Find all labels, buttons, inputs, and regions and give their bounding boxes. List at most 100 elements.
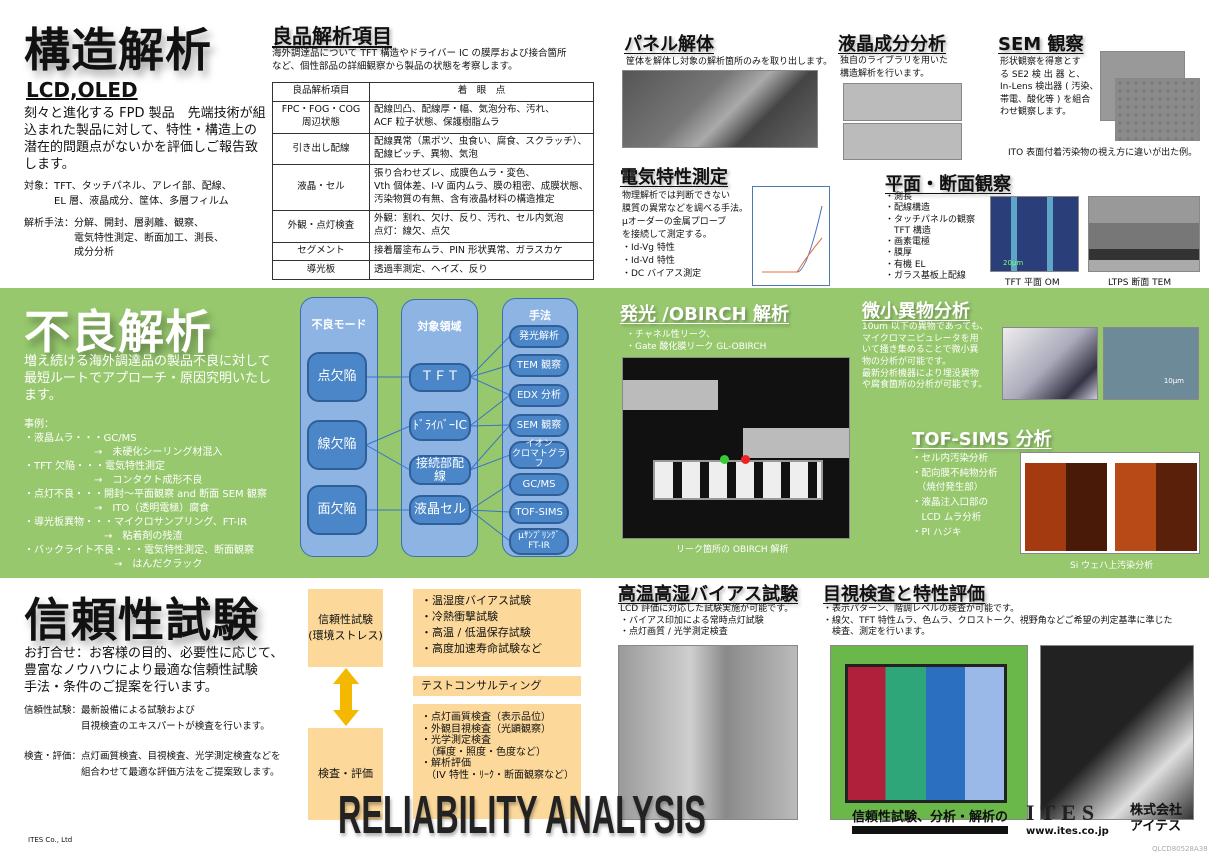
elec-title: 電気特性測定 xyxy=(620,167,728,188)
double-arrow-icon xyxy=(333,668,359,726)
panel-title: パネル解体 xyxy=(624,34,714,55)
mode-area-defect: 面欠陥 xyxy=(307,485,367,535)
structure-intro: 刻々と進化する FPD 製品 先端技術が組 込まれた製品に対して、特性・構造上の… xyxy=(24,106,266,172)
tof-list: ・セル内汚染分析 ・配向膜不純物分析 （焼付発生部） ・液晶注入口部の LCD … xyxy=(912,453,998,538)
footer-tagline: 信頼性試験、分析・解析の xyxy=(852,806,1009,834)
particle-photo: 10μm xyxy=(1103,327,1199,400)
ites-logo: ITES xyxy=(1026,800,1101,825)
scale-label: 20μm xyxy=(1003,259,1024,267)
plane-list: ・測長 ・配線構造 ・タッチパネルの観察 TFT 構造 ・画素電極 ・膜厚 ・有… xyxy=(885,192,976,281)
panel-desc: 筐体を解体し対象の解析箇所のみを取り出します。 xyxy=(626,57,833,67)
reliability-title: 信頼性試験 xyxy=(24,593,259,647)
row-item: 導光板 xyxy=(272,260,370,280)
micro-title: 微小異物分析 xyxy=(862,301,970,322)
tof-caption: Si ウェハ上汚染分析 xyxy=(1070,561,1154,571)
copyright: ITES Co., Ltd xyxy=(28,836,73,844)
hthh-desc: LCD 評価に対応した試験実施が可能です。 ・バイアス印加による常時点灯試験 ・… xyxy=(620,604,794,638)
lc-title: 液晶成分分析 xyxy=(838,34,946,55)
structure-title: 構造解析 xyxy=(24,23,212,77)
structure-subtitle: LCD,OLED xyxy=(26,78,138,102)
structure-methods: 解析手法：分解、開封、層剥離、観察、 電気特性測定、断面加工、測長、 成分分析 xyxy=(24,218,224,258)
method-gcms: GC/MS xyxy=(509,473,569,496)
spectrum-chart-1 xyxy=(843,83,962,121)
row-item: 引き出し配線 xyxy=(272,132,370,166)
iv-curve-graph xyxy=(752,186,830,286)
column-modes-header: 不良モード xyxy=(311,318,367,331)
elec-desc: 物理解析では判断できない 膜質の異常などを調べる手法。 μオーダーの金属プローブ… xyxy=(622,191,749,280)
sem-title: SEM 観察 xyxy=(998,34,1084,55)
spectrum-chart-2 xyxy=(843,123,962,160)
obirch-image xyxy=(622,357,850,539)
failure-cases: 事例： ・液晶ムラ・・・GC/MS → 未硬化シーリング材混入 ・TFT 欠陥・… xyxy=(24,419,267,570)
reliability-analysis-banner: RELIABILITY ANALYSIS xyxy=(338,785,706,845)
plane-caption-2: LTPS 断面 TEM xyxy=(1108,278,1172,288)
method-ion-chromatography: イオン クロマトグラフ xyxy=(509,439,569,469)
reliability-intro: お打合せ：お客様の目的、必要性に応じて、 豊富なノウハウにより最適な信頼性試験 … xyxy=(24,646,284,695)
method-tem: TEM 観察 xyxy=(509,354,569,377)
obirch-title: 発光 /OBIRCH 解析 xyxy=(620,304,789,325)
plane-title: 平面・断面観察 xyxy=(885,174,1011,195)
company-name: 株式会社 アイテス xyxy=(1130,803,1183,835)
reliability-test-list: ・温湿度バイアス試験 ・冷熱衝撃試験 ・高温 / 低温保存試験 ・高度加速寿命試… xyxy=(413,589,581,667)
area-lc-cell: 液晶セル xyxy=(409,495,471,525)
row-point: 配線凹凸、配線厚・幅、気泡分布、汚れ、 ACF 粒子状態、保護樹脂ムラ xyxy=(369,100,594,134)
tof-sims-image xyxy=(1020,452,1200,554)
chamber-photo xyxy=(618,645,798,820)
mode-line-defect: 線欠陥 xyxy=(307,420,367,470)
micro-desc: 10um 以下の異物であっても、 マイクロマニピュレータを用 いて掻き集めること… xyxy=(862,322,989,391)
scale-label: 10μm xyxy=(1163,377,1184,385)
method-emission: 発光解析 xyxy=(509,325,569,348)
table-row: 導光板透過率測定、ヘイズ、反り xyxy=(272,260,594,280)
row-item: 外観・点灯検査 xyxy=(272,209,370,243)
column-areas-header: 対象領域 xyxy=(417,320,462,333)
measurement-booth-photo xyxy=(1040,645,1194,820)
method-edx: EDX 分析 xyxy=(509,384,569,407)
sem-caption: ITO 表面付着汚染物の視え方に違いが出た例。 xyxy=(1008,148,1198,158)
ltps-tem-image xyxy=(1088,196,1200,272)
method-tof-sims: TOF-SIMS xyxy=(509,501,569,524)
visual-desc: ・表示パターン、階調レベルの検査が可能です。 ・線欠、TFT 特性ムラ、色ムラ、… xyxy=(823,604,1173,638)
row-item: 液晶・セル xyxy=(272,164,370,211)
table-row: 液晶・セル張り合わせズレ、成膜色ムラ・変色、 Vth 個体差、I-V 面内ムラ、… xyxy=(272,164,594,211)
table-row: 外観・点灯検査外観：割れ、欠け、反り、汚れ、セル内気泡 点灯：線欠、点欠 xyxy=(272,209,594,243)
sem-image-2 xyxy=(1115,78,1200,141)
hthh-title: 高温高湿バイアス試験 xyxy=(618,584,798,605)
row-point: 外観：割れ、欠け、反り、汚れ、セル内気泡 点灯：線欠、点欠 xyxy=(369,209,594,243)
good-analysis-table: 良品解析項目着 眼 点 FPC・FOG・COG 周辺状態配線凹凸、配線厚・幅、気… xyxy=(272,82,594,280)
test-consulting: テストコンサルティング xyxy=(413,676,581,696)
sem-desc: 形状観察を得意とす る SE2 検 出 器 と、 In-Lens 検出器 ( 汚… xyxy=(1000,57,1099,118)
reliability-line-2: 検査・評価：点灯画質検査、目視検査、光学測定検査などを 組合わせて最適な評価方法… xyxy=(24,751,281,779)
tof-title: TOF-SIMS 分析 xyxy=(912,429,1052,450)
box-reliability-test: 信頼性試験 (環境ストレス) xyxy=(308,589,383,667)
good-analysis-desc: 海外調達品について TFT 構造やドライバー IC の膜厚および接合箇所 など、… xyxy=(272,48,567,73)
row-point: 配線異常（黒ポツ、虫食い、腐食、スクラッチ）、 配線ピッチ、異物、気泡 xyxy=(369,132,594,166)
structure-targets: 対象：TFT、タッチパネル、アレイ部、配線、 EL 層、液晶成分、筐体、多層フィ… xyxy=(24,181,232,207)
area-tft: ＴＦＴ xyxy=(409,363,471,392)
area-driver-ic: ﾄﾞﾗｲﾊﾞｰIC xyxy=(409,411,471,441)
row-item: FPC・FOG・COG 周辺状態 xyxy=(272,100,370,134)
panel-disassembly-photo xyxy=(622,70,818,148)
method-sem: SEM 観察 xyxy=(509,414,569,437)
obirch-caption: リーク箇所の OBIRCH 解析 xyxy=(676,545,789,555)
document-code: QLCD80528A38 xyxy=(1152,845,1208,853)
area-connection-wiring: 接続部配線 xyxy=(409,455,471,485)
row-point: 張り合わせズレ、成膜色ムラ・変色、 Vth 個体差、I-V 面内ムラ、膜の粗密、… xyxy=(369,164,594,211)
failure-title: 不良解析 xyxy=(24,305,212,359)
row-point: 透過率測定、ヘイズ、反り xyxy=(369,260,594,280)
tft-om-image: 20μm xyxy=(990,196,1079,272)
column-methods-header: 手法 xyxy=(529,309,551,322)
visual-title: 目視検査と特性評価 xyxy=(823,584,985,605)
method-micro-sampling: μｻﾝﾌﾟﾘﾝｸﾞ FT-IR xyxy=(509,528,569,555)
manipulator-photo xyxy=(1002,327,1098,400)
good-analysis-title: 良品解析項目 xyxy=(272,24,392,48)
failure-intro: 増え続ける海外調達品の製品不良に対して 最短ルートでアプローチ・原因究明いたし … xyxy=(24,354,272,403)
plane-caption-1: TFT 平面 OM xyxy=(1005,278,1060,288)
display-pattern-photo xyxy=(830,645,1028,820)
box-inspection: 検査・評価 xyxy=(308,728,383,820)
lc-desc: 独自のライブラリを用いた 構造解析を行います。 xyxy=(840,56,949,80)
footer-url[interactable]: www.ites.co.jp xyxy=(1026,826,1109,837)
mode-point-defect: 点欠陥 xyxy=(307,352,367,402)
table-row: 引き出し配線配線異常（黒ポツ、虫食い、腐食、スクラッチ）、 配線ピッチ、異物、気… xyxy=(272,132,594,166)
reliability-line-1: 信頼性試験：最新設備による試験および 目視検査のエキスパートが検査を行います。 xyxy=(24,705,270,733)
